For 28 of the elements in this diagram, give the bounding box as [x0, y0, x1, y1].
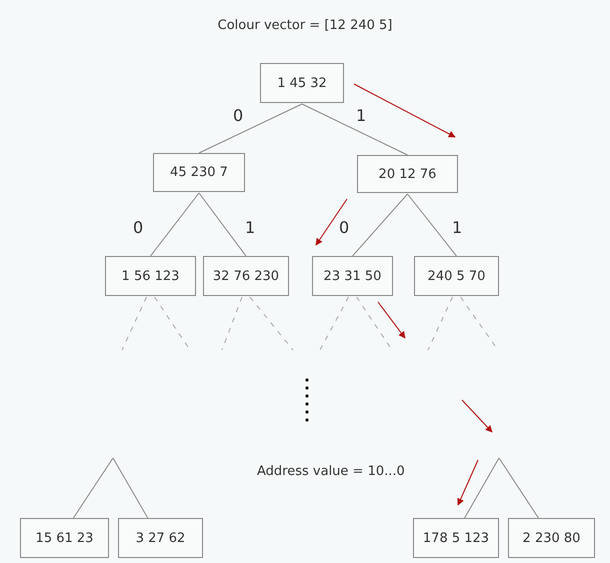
tree-node-box: 20 12 76	[357, 155, 458, 193]
tree-node-box: 240 5 70	[414, 256, 499, 296]
title: Colour vector = [12 240 5]	[218, 18, 392, 33]
tree-branch-line	[198, 192, 246, 256]
dotted-branch-line	[320, 296, 349, 350]
tree-node-box: 32 76 230	[203, 256, 289, 296]
tree-branch-line	[150, 192, 200, 256]
tree-branch-line	[302, 104, 408, 156]
dotted-branch-line	[428, 296, 453, 350]
dotted-branch-line	[250, 296, 294, 350]
tree-branch-line	[72, 458, 114, 518]
tree-branch-line	[407, 194, 457, 256]
tree-branch-line	[352, 194, 408, 256]
tree-node-box: 23 31 50	[312, 256, 393, 296]
tree-branch-line	[198, 104, 302, 154]
annotation-text: Address value = 10...0	[257, 464, 405, 479]
tree-node-box: 1 56 123	[105, 256, 196, 296]
tree-branch-line	[112, 458, 148, 518]
tree-node-box: 2 230 80	[508, 518, 595, 558]
dotted-branch-line	[222, 296, 242, 350]
tree-node-box: 15 61 23	[20, 518, 109, 558]
tree-branch-line	[498, 458, 539, 518]
tree-node-box: 1 45 32	[260, 63, 344, 103]
tree-node-box: 45 230 7	[153, 153, 245, 192]
dotted-branch-line	[122, 296, 147, 350]
tree-branch-line	[464, 458, 500, 518]
tree-node-box: 178 5 123	[413, 518, 499, 558]
tree-node-box: 3 27 62	[118, 518, 203, 558]
